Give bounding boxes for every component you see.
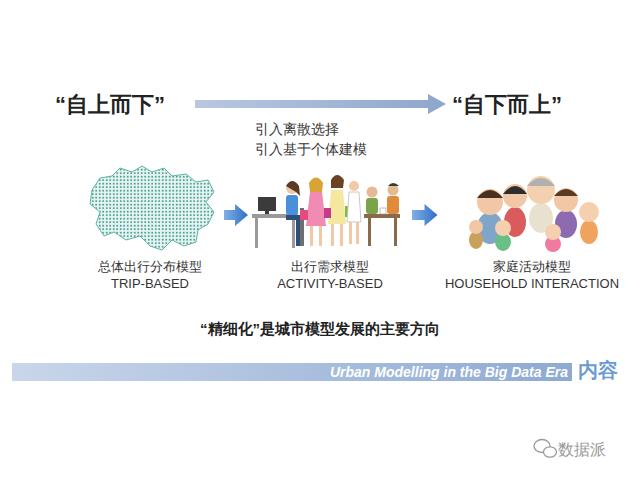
section-band: Urban Modelling in the Big Data Era (12, 363, 572, 381)
node-subtitle: ACTIVITY-BASED (277, 275, 383, 292)
node-title: 出行需求模型 (291, 258, 369, 275)
node-title: 总体出行分布模型 (98, 258, 202, 275)
node-title: 家庭活动模型 (493, 258, 571, 275)
direction-title: “自上而下” (55, 90, 165, 120)
node-subtitle: TRIP-BASED (111, 275, 189, 292)
region-map (90, 166, 214, 250)
watermark: 数据派 (558, 440, 606, 461)
conclusion-text: “精细化”是城市模型发展的主要方向 (200, 320, 440, 339)
model-stage: 家庭活动模型HOUSEHOLD INTERACTION (440, 160, 625, 292)
family-figures (469, 176, 599, 252)
arrow-note: 引入基于个体建模 (255, 141, 367, 159)
node-title: Urban Modelling in the Big Data Era (330, 363, 568, 381)
flow-arrow (224, 204, 248, 226)
model-stage: 总体出行分布模型TRIP-BASED (78, 160, 222, 292)
flow-arrow (412, 204, 438, 226)
section-title: 内容 (578, 357, 618, 384)
wechat-icon (534, 440, 557, 458)
direction-title: “自下而上” (452, 90, 562, 120)
arrow-note: 引入离散选择 (255, 121, 339, 139)
activity-people (252, 175, 400, 248)
node-subtitle: HOUSEHOLD INTERACTION (445, 275, 619, 292)
model-stage: 出行需求模型ACTIVITY-BASED (250, 160, 410, 292)
top-down-to-bottom-up-arrow (195, 94, 446, 114)
